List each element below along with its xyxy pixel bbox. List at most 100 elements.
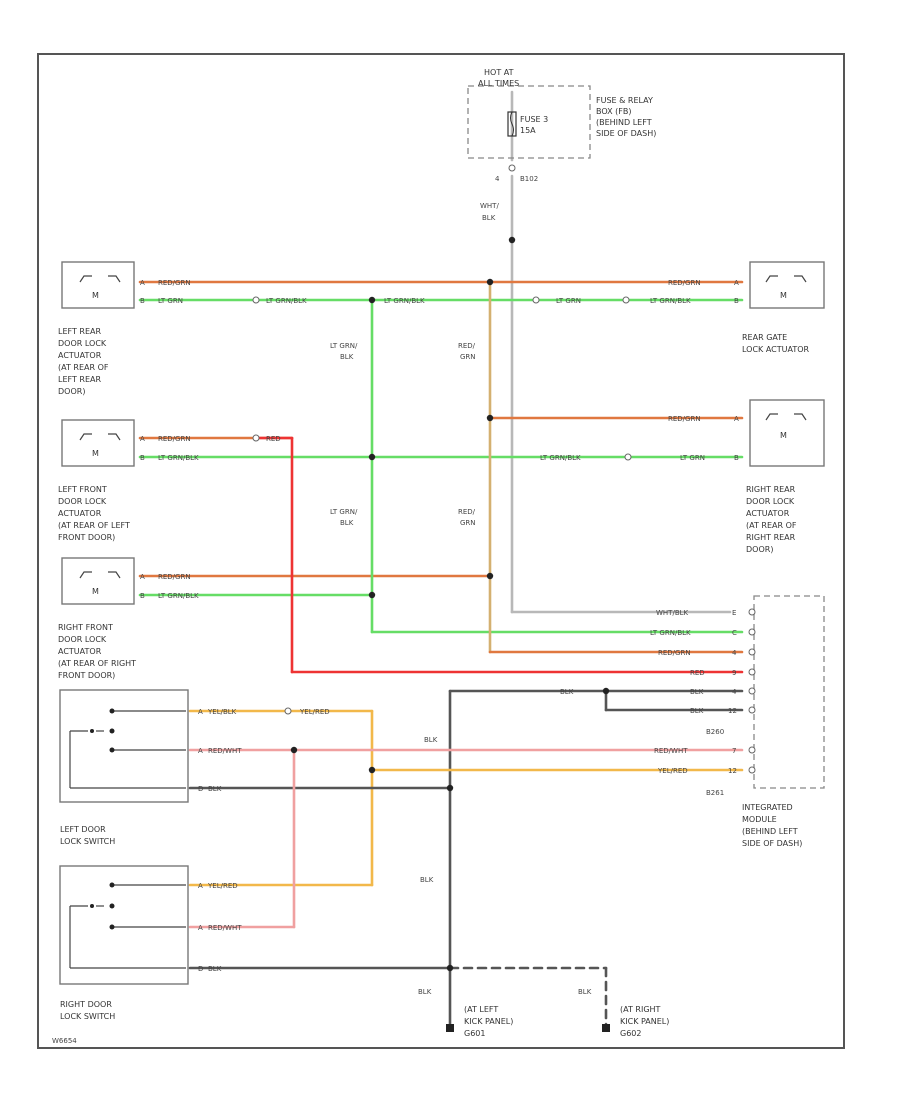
- label-line: MODULE: [742, 815, 777, 824]
- wire-label-yel-blk: YEL/BLK: [207, 708, 237, 716]
- motor-symbol: M: [780, 431, 787, 440]
- wire-label-lt-grn-blk: LT GRN/: [330, 342, 358, 350]
- label-line: LEFT DOOR: [60, 825, 106, 834]
- module-connector-a: B260: [706, 728, 724, 736]
- wire-label-blk: BLK: [560, 688, 574, 696]
- label-line: LEFT REAR: [58, 375, 101, 384]
- label-line: SIDE OF DASH): [742, 839, 802, 848]
- red-grn-bus: [488, 280, 744, 654]
- wire-label-yel-red: YEL/RED: [207, 882, 238, 890]
- fuse-box-desc-4: SIDE OF DASH): [596, 129, 656, 138]
- wire-label-blk: BLK: [690, 707, 704, 715]
- wire-label-red-grn: RED/GRN: [158, 279, 191, 287]
- pin-7: 7: [732, 747, 736, 755]
- wire-label-yel-red: YEL/RED: [299, 708, 330, 716]
- wire-label-red-grn: RED/GRN: [158, 435, 191, 443]
- motor-symbol: M: [92, 587, 99, 596]
- label-line: REAR GATE: [742, 333, 787, 342]
- hot-at-label: HOT AT: [484, 68, 514, 77]
- wire-label-red: RED: [690, 669, 705, 677]
- label-line: ACTUATOR: [58, 351, 102, 360]
- pin-a: A: [198, 747, 203, 755]
- label-line: KICK PANEL): [464, 1017, 513, 1026]
- diagram-id: W6654: [52, 1037, 77, 1045]
- inline-connectors: [252, 164, 632, 715]
- label-line: FRONT DOOR): [58, 671, 115, 680]
- label-line: DOOR LOCK: [58, 339, 107, 348]
- left-door-lock-switch-label: LEFT DOOR LOCK SWITCH: [60, 825, 115, 846]
- label-line: RIGHT FRONT: [58, 623, 113, 632]
- label-line: LOCK SWITCH: [60, 837, 115, 846]
- label-line: (AT REAR OF LEFT: [58, 521, 130, 530]
- wire-label-lt-grn-blk: LT GRN/BLK: [384, 297, 425, 305]
- label-line: (AT REAR OF: [58, 363, 109, 372]
- pin-a: A: [734, 415, 739, 423]
- label-line: RIGHT REAR: [746, 533, 796, 542]
- wire-label-lt-grn-blk: BLK: [340, 519, 354, 527]
- fuse-box-desc-3: (BEHIND LEFT: [596, 118, 652, 127]
- label-line: DOOR): [58, 387, 85, 396]
- wire-label-red-grn: GRN: [460, 353, 476, 361]
- wire-label-red-wht: RED/WHT: [208, 747, 242, 755]
- label-line: FRONT DOOR): [58, 533, 115, 542]
- label-line: RIGHT REAR: [746, 485, 796, 494]
- wire-label-red-grn: GRN: [460, 519, 476, 527]
- wire-label-yel-red: YEL/RED: [657, 767, 688, 775]
- pin-b: B: [140, 592, 145, 600]
- pin-b: B: [140, 297, 145, 305]
- lt-grn-blk-bus: [370, 298, 744, 634]
- diagram-frame: [37, 53, 845, 1049]
- power-wire-label-1: WHT/: [480, 202, 499, 210]
- wire-label-lt-grn-blk: LT GRN/BLK: [266, 297, 307, 305]
- left-ground: (AT LEFT KICK PANEL) G601: [446, 1005, 513, 1038]
- label-line: RIGHT DOOR: [60, 1000, 112, 1009]
- right-ground-wire: [448, 966, 608, 1030]
- wire-label-blk: BLK: [578, 988, 592, 996]
- pin-b: B: [734, 297, 739, 305]
- pin-d: D: [198, 965, 203, 973]
- wire-label-lt-grn-blk: BLK: [340, 353, 354, 361]
- module-connector-b: B261: [706, 789, 724, 797]
- wire-label-lt-grn-blk: LT GRN/BLK: [650, 629, 691, 637]
- pin-12: 12: [728, 767, 737, 775]
- wire-label-red-grn: RED/: [458, 342, 476, 350]
- label-line: LOCK SWITCH: [60, 1012, 115, 1021]
- pin-a: A: [140, 279, 145, 287]
- label-line: (AT REAR OF RIGHT: [58, 659, 136, 668]
- pin-c: C: [732, 629, 737, 637]
- wire-label-lt-grn: LT GRN: [680, 454, 705, 462]
- wire-label-red-grn: RED/: [458, 508, 476, 516]
- wire-label-blk: BLK: [420, 876, 434, 884]
- label-line: LEFT FRONT: [58, 485, 107, 494]
- left-door-lock-switch: [59, 689, 189, 803]
- power-feed-wire: [510, 90, 732, 614]
- integrated-module: [748, 595, 825, 789]
- motor-symbol: M: [92, 291, 99, 300]
- fuse-icon: [507, 111, 517, 137]
- label-line: G601: [464, 1029, 485, 1038]
- label-line: (AT LEFT: [464, 1005, 498, 1014]
- pin-a: A: [140, 573, 145, 581]
- wire-label-red-wht: RED/WHT: [654, 747, 688, 755]
- label-line: LOCK ACTUATOR: [742, 345, 810, 354]
- wire-label-lt-grn-blk: LT GRN/BLK: [158, 592, 199, 600]
- pin-a: A: [198, 924, 203, 932]
- junction-dots: [290, 236, 610, 972]
- wire-label-red-grn: RED/GRN: [668, 279, 701, 287]
- wire-label-wht-blk: WHT/BLK: [656, 609, 689, 617]
- all-times-label: ALL TIMES: [478, 79, 519, 88]
- pin-e: E: [732, 609, 736, 617]
- label-line: ACTUATOR: [58, 509, 102, 518]
- wire-label-blk: BLK: [690, 688, 704, 696]
- fuse-number: FUSE 3: [520, 115, 548, 124]
- motor-symbol: M: [92, 449, 99, 458]
- wire-label-lt-grn: LT GRN: [556, 297, 581, 305]
- right-front-actuator-label: RIGHT FRONT DOOR LOCK ACTUATOR (AT REAR …: [58, 623, 136, 680]
- left-front-actuator: M: [61, 419, 135, 467]
- left-front-actuator-label: LEFT FRONT DOOR LOCK ACTUATOR (AT REAR O…: [58, 485, 130, 542]
- wire-label-lt-grn-blk: LT GRN/BLK: [650, 297, 691, 305]
- wire-label-lt-grn-blk: LT GRN/: [330, 508, 358, 516]
- pin-b: B: [140, 454, 145, 462]
- wire-label-red-wht: RED/WHT: [208, 924, 242, 932]
